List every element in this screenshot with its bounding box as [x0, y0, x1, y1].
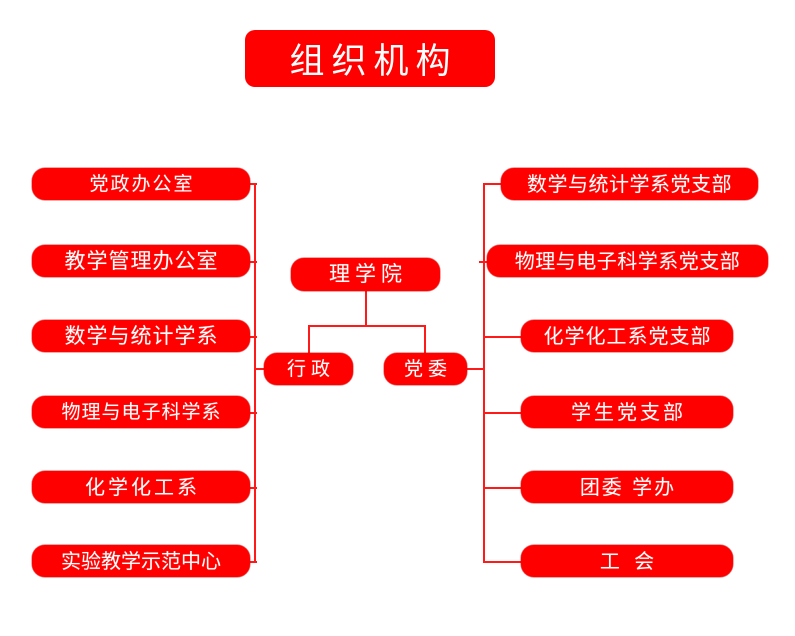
node-left-5[interactable]: 化学化工系: [32, 471, 250, 503]
right-stub-4: [483, 412, 522, 414]
node-left-2[interactable]: 教学管理办公室: [32, 245, 250, 277]
party-drop-line: [424, 325, 426, 354]
right-stub-3: [483, 336, 522, 338]
root-bus-line: [308, 325, 425, 327]
left-stub-3: [249, 336, 257, 338]
right-stub-5: [483, 487, 522, 489]
left-stub-2: [249, 261, 257, 263]
node-right-1[interactable]: 数学与统计学系党支部: [501, 168, 758, 200]
party-to-right-spine: [466, 368, 484, 370]
node-root-college[interactable]: 理学院: [291, 258, 440, 291]
node-left-1[interactable]: 党政办公室: [32, 168, 250, 200]
node-right-3[interactable]: 化学化工系党支部: [521, 320, 733, 352]
node-right-2[interactable]: 物理与电子科学系党支部: [487, 245, 768, 277]
node-left-4[interactable]: 物理与电子科学系: [32, 396, 250, 428]
root-drop-line: [365, 290, 367, 326]
right-stub-6: [483, 561, 522, 563]
node-administration[interactable]: 行政: [264, 353, 353, 385]
page-title: 组织机构: [245, 30, 495, 87]
left-stub-1: [249, 183, 257, 185]
left-stub-4: [249, 412, 257, 414]
left-stub-6: [249, 561, 257, 563]
node-left-3[interactable]: 数学与统计学系: [32, 320, 250, 352]
node-party-committee[interactable]: 党委: [384, 353, 467, 385]
right-stub-2: [479, 261, 488, 263]
right-spine: [483, 183, 485, 561]
left-stub-5: [249, 487, 257, 489]
node-right-5[interactable]: 团委 学办: [521, 471, 733, 503]
admin-to-left-spine: [254, 368, 266, 370]
admin-drop-line: [308, 325, 310, 354]
right-stub-1: [483, 183, 502, 185]
left-spine: [254, 183, 256, 561]
node-left-6[interactable]: 实验教学示范中心: [32, 545, 250, 577]
node-right-4[interactable]: 学生党支部: [521, 396, 733, 428]
node-right-6[interactable]: 工 会: [521, 545, 733, 577]
